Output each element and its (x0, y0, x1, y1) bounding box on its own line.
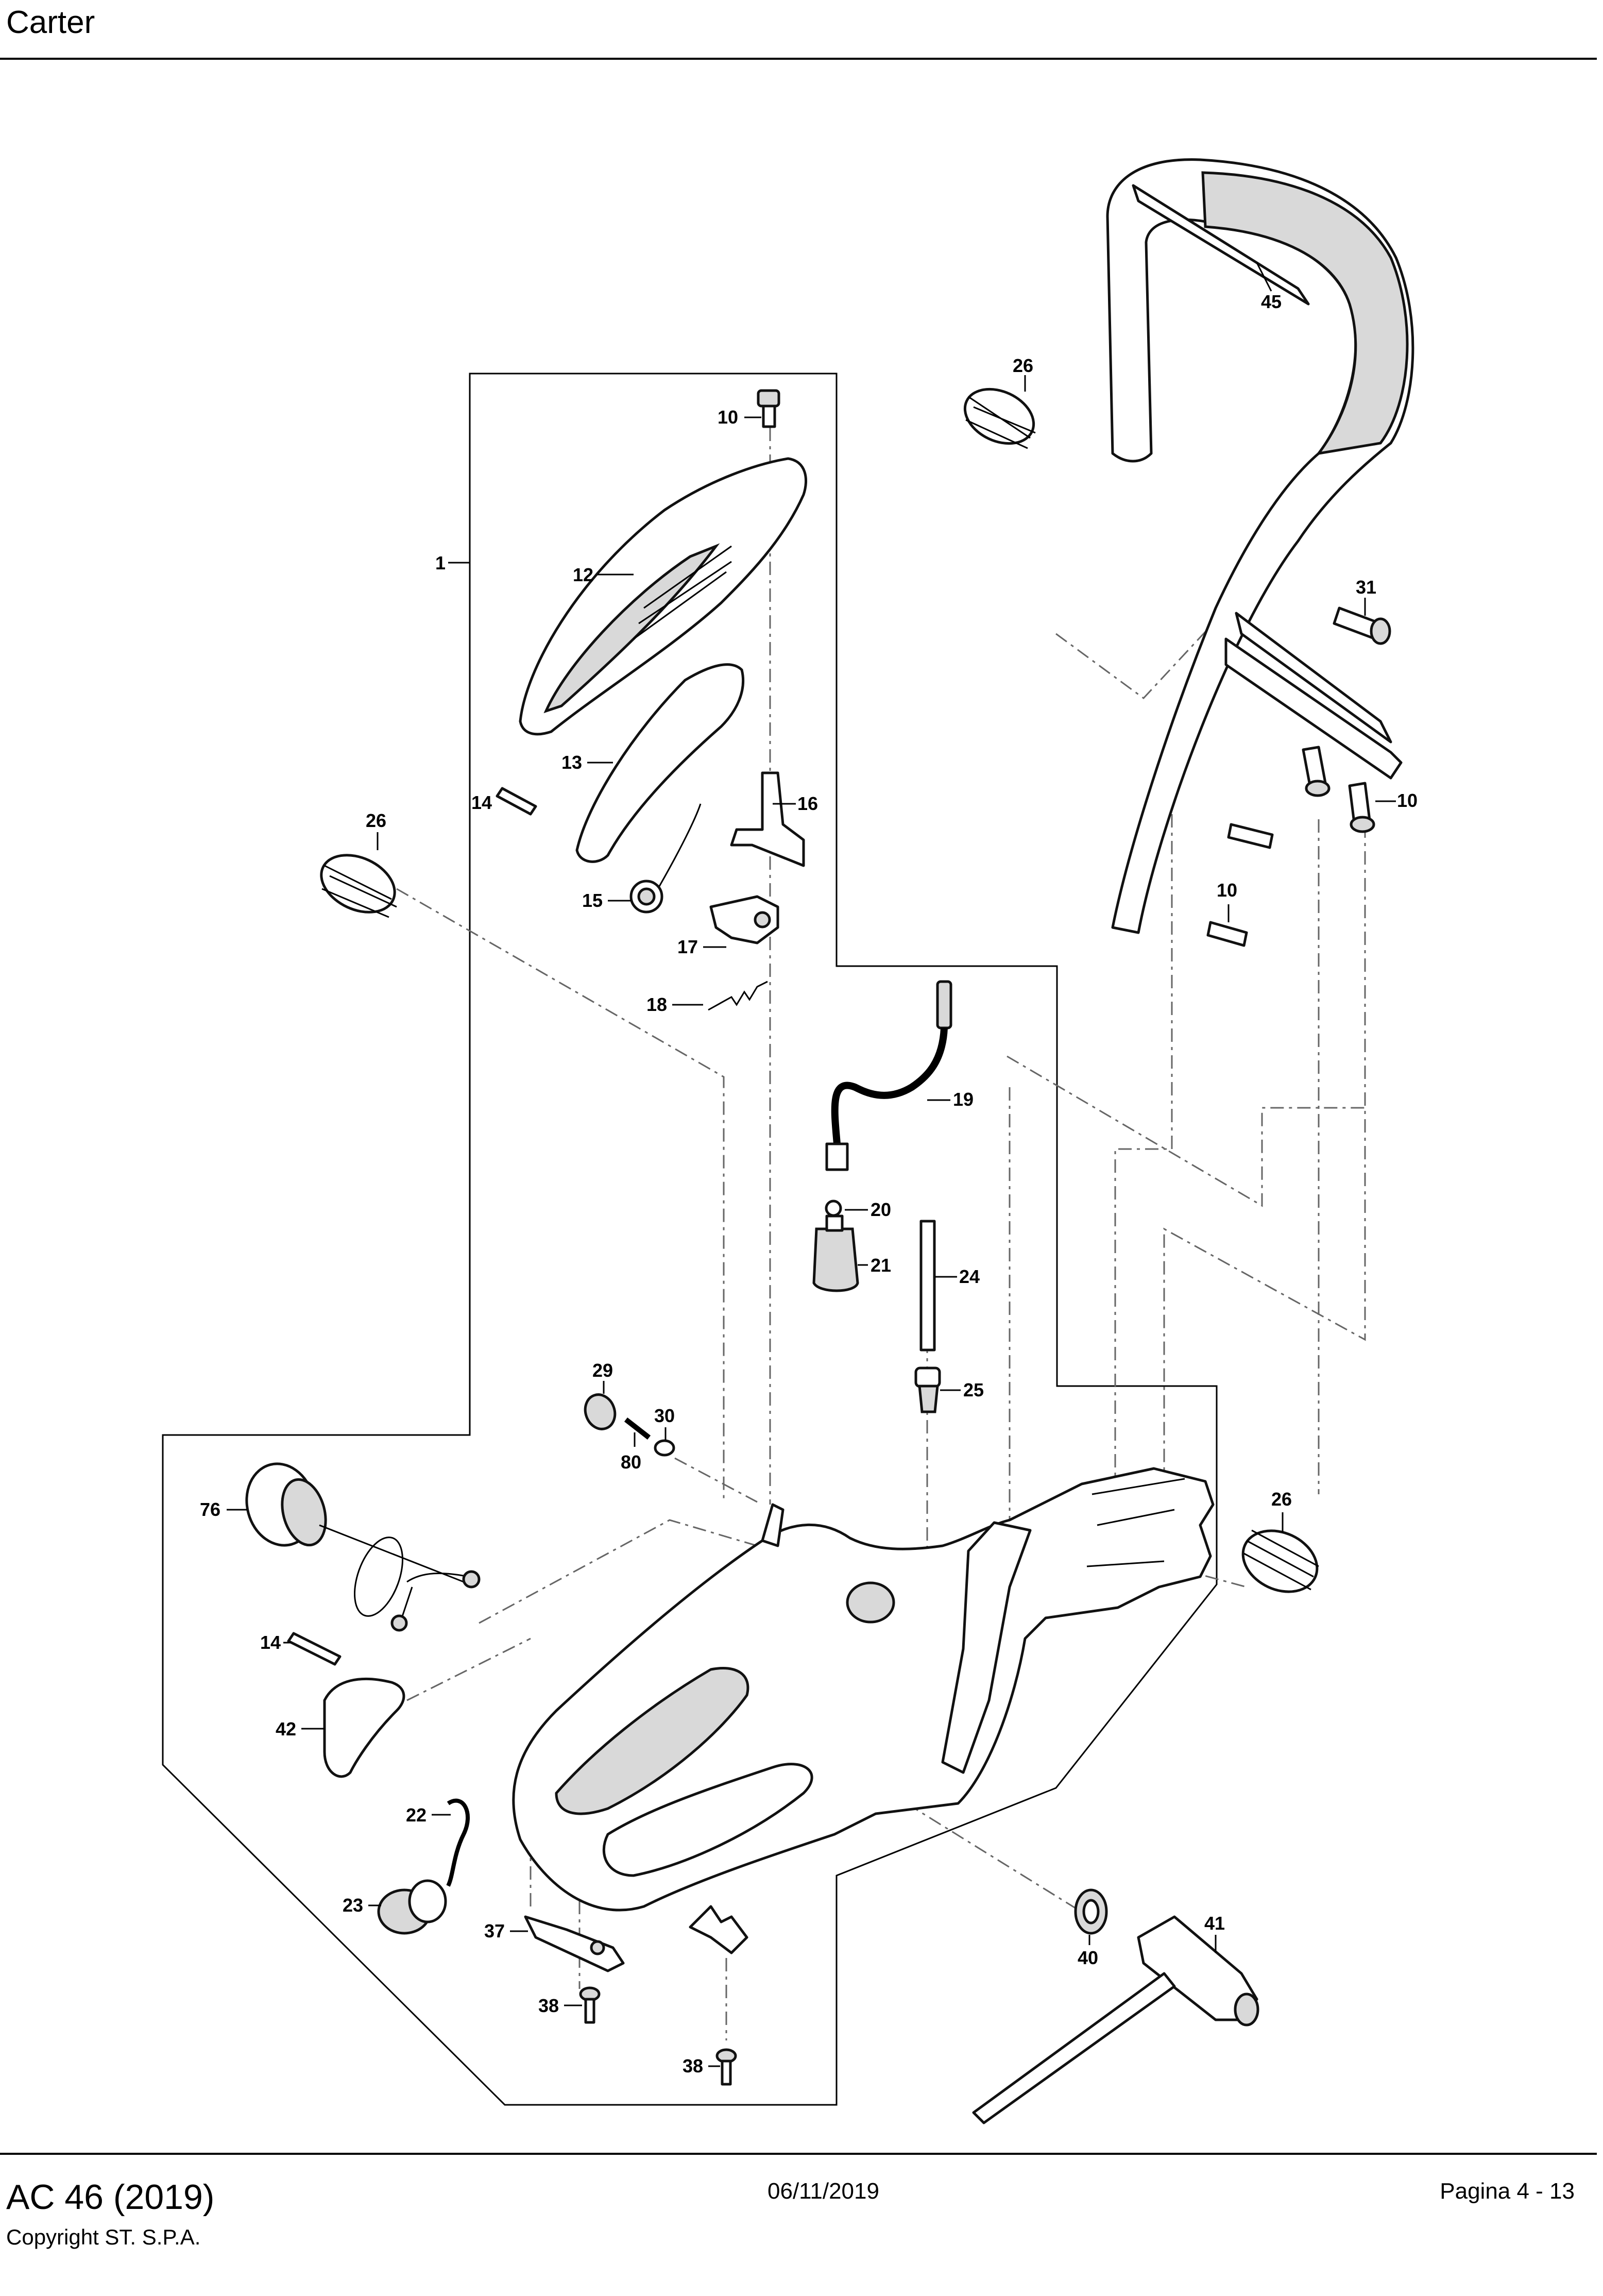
grommet-25 (914, 1366, 941, 1413)
lever-17 (709, 895, 779, 944)
footer-model: AC 46 (2019) (6, 2177, 215, 2217)
bolt-10-handle-b (1348, 782, 1375, 833)
callout-14-upper: 14 (471, 792, 492, 813)
primer-hose-22 (446, 1798, 470, 1887)
fuel-cap-76 (245, 1462, 481, 1632)
bracket-37 (524, 1915, 625, 1972)
spring-18 (708, 981, 768, 1011)
callout-14-lower: 14 (260, 1632, 281, 1653)
spring-26-left (320, 854, 397, 918)
callout-13: 13 (561, 752, 582, 773)
spring-26-upper (963, 387, 1036, 449)
screw-38-b (715, 2048, 737, 2086)
callout-42: 42 (276, 1718, 296, 1740)
callout-45: 45 (1261, 291, 1282, 312)
throttle-trigger-13 (575, 663, 745, 863)
callout-30: 30 (654, 1405, 675, 1426)
footer-copyright: Copyright ST. S.P.A. (6, 2225, 201, 2249)
callout-37: 37 (484, 1920, 505, 1942)
callout-31: 31 (1356, 577, 1376, 598)
bolt-10-handle-a (1302, 746, 1331, 797)
callout-23: 23 (343, 1895, 363, 1916)
footer-rule (0, 2153, 1597, 2155)
crankcase-housing (512, 1467, 1215, 1912)
callout-76: 76 (200, 1499, 220, 1520)
callout-26-right: 26 (1271, 1489, 1292, 1510)
bolt-10-handle-c (1206, 823, 1274, 947)
callout-15: 15 (582, 890, 603, 911)
bolt-10-top (757, 389, 780, 428)
page-title: Carter (6, 5, 95, 40)
callout-26-left: 26 (366, 810, 386, 831)
callout-25: 25 (963, 1379, 984, 1400)
screw-38-a (579, 1986, 601, 2024)
callout-26-upper: 26 (1013, 355, 1033, 376)
assembly-boundary (162, 373, 1218, 2106)
callout-29: 29 (592, 1360, 613, 1381)
clip-bracket (689, 1905, 748, 1954)
fuel-hose-19 (825, 980, 952, 1171)
combination-tool-41 (972, 1915, 1259, 2124)
clip-20 (825, 1200, 842, 1217)
callout-16: 16 (797, 793, 818, 814)
callout-21: 21 (871, 1255, 891, 1276)
callout-41: 41 (1204, 1913, 1225, 1934)
throttle-lock-16 (730, 771, 805, 867)
spring-26-right (1241, 1529, 1319, 1593)
callout-12: 12 (573, 564, 593, 585)
footer-date: 06/11/2019 (768, 2179, 879, 2204)
pin-14-lower (287, 1632, 342, 1666)
callout-19: 19 (953, 1089, 974, 1110)
callout-17: 17 (677, 936, 698, 957)
tube-24 (919, 1220, 936, 1352)
primer-bulb-23 (377, 1879, 447, 1935)
torsion-spring-15 (629, 803, 702, 914)
front-handle-bar (1106, 158, 1414, 934)
cover-42 (323, 1677, 405, 1778)
bolt-31 (1333, 606, 1391, 645)
spring-washer-40 (1074, 1888, 1108, 1935)
pin-14-upper (496, 787, 537, 816)
fuel-filter-21 (812, 1214, 859, 1292)
spring-80 (624, 1417, 651, 1440)
callout-24: 24 (959, 1266, 980, 1287)
plunger-30 (654, 1439, 675, 1457)
callout-80: 80 (621, 1451, 641, 1473)
callout-1: 1 (435, 552, 446, 573)
top-cover-12 (519, 457, 808, 736)
bushing-29 (584, 1393, 617, 1430)
callout-20: 20 (871, 1199, 891, 1220)
footer-page-number: Pagina 4 - 13 (1440, 2179, 1575, 2204)
callout-10-handle: 10 (1217, 880, 1237, 901)
callout-38-a: 38 (538, 1995, 559, 2016)
callout-40: 40 (1078, 1947, 1098, 1968)
callout-10-right: 10 (1397, 790, 1418, 811)
header-rule (0, 58, 1597, 60)
callout-22: 22 (406, 1804, 427, 1826)
callout-18: 18 (646, 994, 667, 1015)
callout-10-top: 10 (718, 407, 738, 428)
callout-38-b: 38 (683, 2055, 703, 2076)
